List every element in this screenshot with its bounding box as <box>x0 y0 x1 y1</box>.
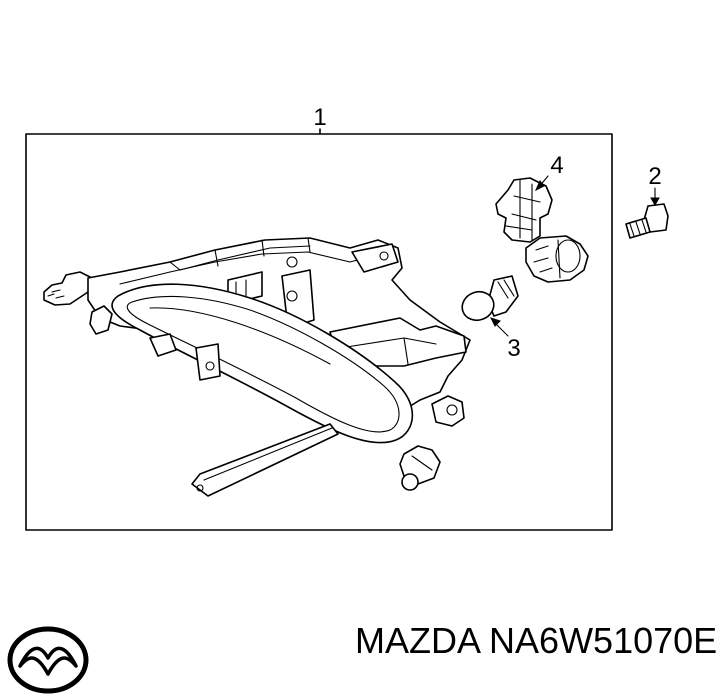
mounting-screw <box>625 203 669 239</box>
callout-4: 4 <box>550 152 563 179</box>
part-number: NA6W51070E <box>489 620 717 661</box>
fog-lamp-housing <box>43 237 471 497</box>
callout-3: 3 <box>507 335 520 362</box>
assembly-frame <box>25 133 613 531</box>
brand-name: MAZDA <box>355 620 480 661</box>
adjuster-arm <box>191 423 339 497</box>
bulb <box>461 275 519 322</box>
left-mounting-tab <box>43 271 93 306</box>
callout-2: 2 <box>648 163 661 190</box>
callout-1: 1 <box>313 104 326 131</box>
mazda-logo-icon <box>7 626 89 694</box>
parts-diagram: 1 <box>7 104 669 694</box>
part-label: MAZDA NA6W51070E <box>355 620 717 662</box>
bulb-socket <box>495 177 589 283</box>
